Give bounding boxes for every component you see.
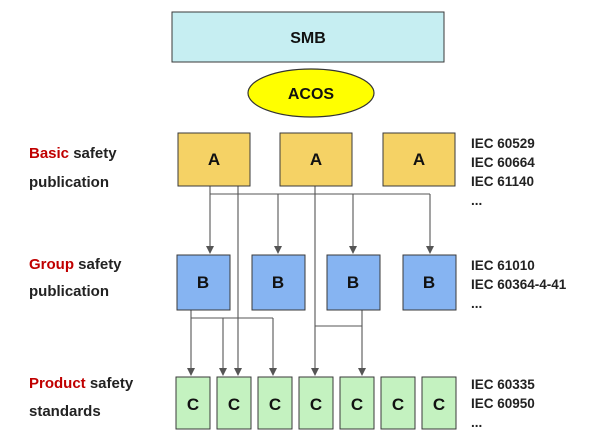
a-box — [279, 132, 353, 187]
b-boxes: B B B B — [176, 254, 457, 311]
c-box-letter: C — [269, 395, 281, 414]
standards-list-basic: IEC 60529 IEC 60664 IEC 61140 ... — [471, 136, 535, 208]
b-box — [251, 254, 306, 311]
level-label-rest: safety — [69, 145, 117, 162]
level-label-group: Group safety publication — [29, 256, 122, 300]
b-box-letter: B — [423, 273, 435, 292]
b-box-letter: B — [347, 273, 359, 292]
c-box — [339, 376, 375, 430]
standard-item: IEC 61010 — [471, 258, 535, 273]
c-box — [421, 376, 457, 430]
svg-text:Group safety: Group safety — [29, 256, 122, 273]
c-box — [298, 376, 334, 430]
c-box-letter: C — [228, 395, 240, 414]
a-box — [382, 132, 456, 187]
c-box-letter: C — [392, 395, 404, 414]
standard-item: IEC 61140 — [471, 174, 534, 189]
level-label-highlight: Basic — [29, 145, 69, 162]
level-label-line2: standards — [29, 403, 101, 420]
c-box — [216, 376, 252, 430]
level-label-highlight: Product — [29, 375, 86, 392]
c-box-letter: C — [351, 395, 363, 414]
acos-label: ACOS — [288, 86, 335, 103]
a-box — [177, 132, 251, 187]
b-box — [402, 254, 457, 311]
connectors — [187, 186, 434, 376]
level-label-highlight: Group — [29, 256, 74, 273]
c-box-letter: C — [310, 395, 322, 414]
standard-item: IEC 60664 — [471, 155, 535, 170]
standard-item: ... — [471, 415, 482, 430]
b-box-letter: B — [272, 273, 284, 292]
b-box — [326, 254, 381, 311]
svg-text:Product safety: Product safety — [29, 375, 134, 392]
svg-text:Basic safety: Basic safety — [29, 145, 117, 162]
a-box-letter: A — [208, 150, 220, 169]
a-box-letter: A — [310, 150, 322, 169]
a-boxes: A A A — [177, 132, 456, 187]
level-label-product: Product safety standards — [29, 375, 134, 420]
level-label-rest: safety — [74, 256, 122, 273]
standards-list-group: IEC 61010 IEC 60364-4-41 ... — [471, 258, 567, 311]
standards-list-product: IEC 60335 IEC 60950 ... — [471, 377, 535, 430]
standard-item: IEC 60364-4-41 — [471, 277, 567, 292]
standard-item: ... — [471, 296, 482, 311]
level-label-basic: Basic safety publication — [29, 145, 117, 191]
standard-item: IEC 60529 — [471, 136, 535, 151]
acos-node: ACOS — [247, 68, 375, 118]
c-box-letter: C — [433, 395, 445, 414]
b-box-letter: B — [197, 273, 209, 292]
level-label-rest: safety — [86, 375, 134, 392]
level-label-line2: publication — [29, 283, 109, 300]
c-box-letter: C — [187, 395, 199, 414]
c-box — [175, 376, 211, 430]
a-box-letter: A — [413, 150, 425, 169]
standard-item: IEC 60335 — [471, 377, 535, 392]
level-label-line2: publication — [29, 174, 109, 191]
c-box — [257, 376, 293, 430]
standard-item: ... — [471, 193, 482, 208]
smb-label: SMB — [290, 30, 326, 47]
smb-node: SMB — [171, 11, 445, 63]
c-box — [380, 376, 416, 430]
c-boxes: C C C C C C C — [175, 376, 457, 430]
standard-item: IEC 60950 — [471, 396, 535, 411]
b-box — [176, 254, 231, 311]
